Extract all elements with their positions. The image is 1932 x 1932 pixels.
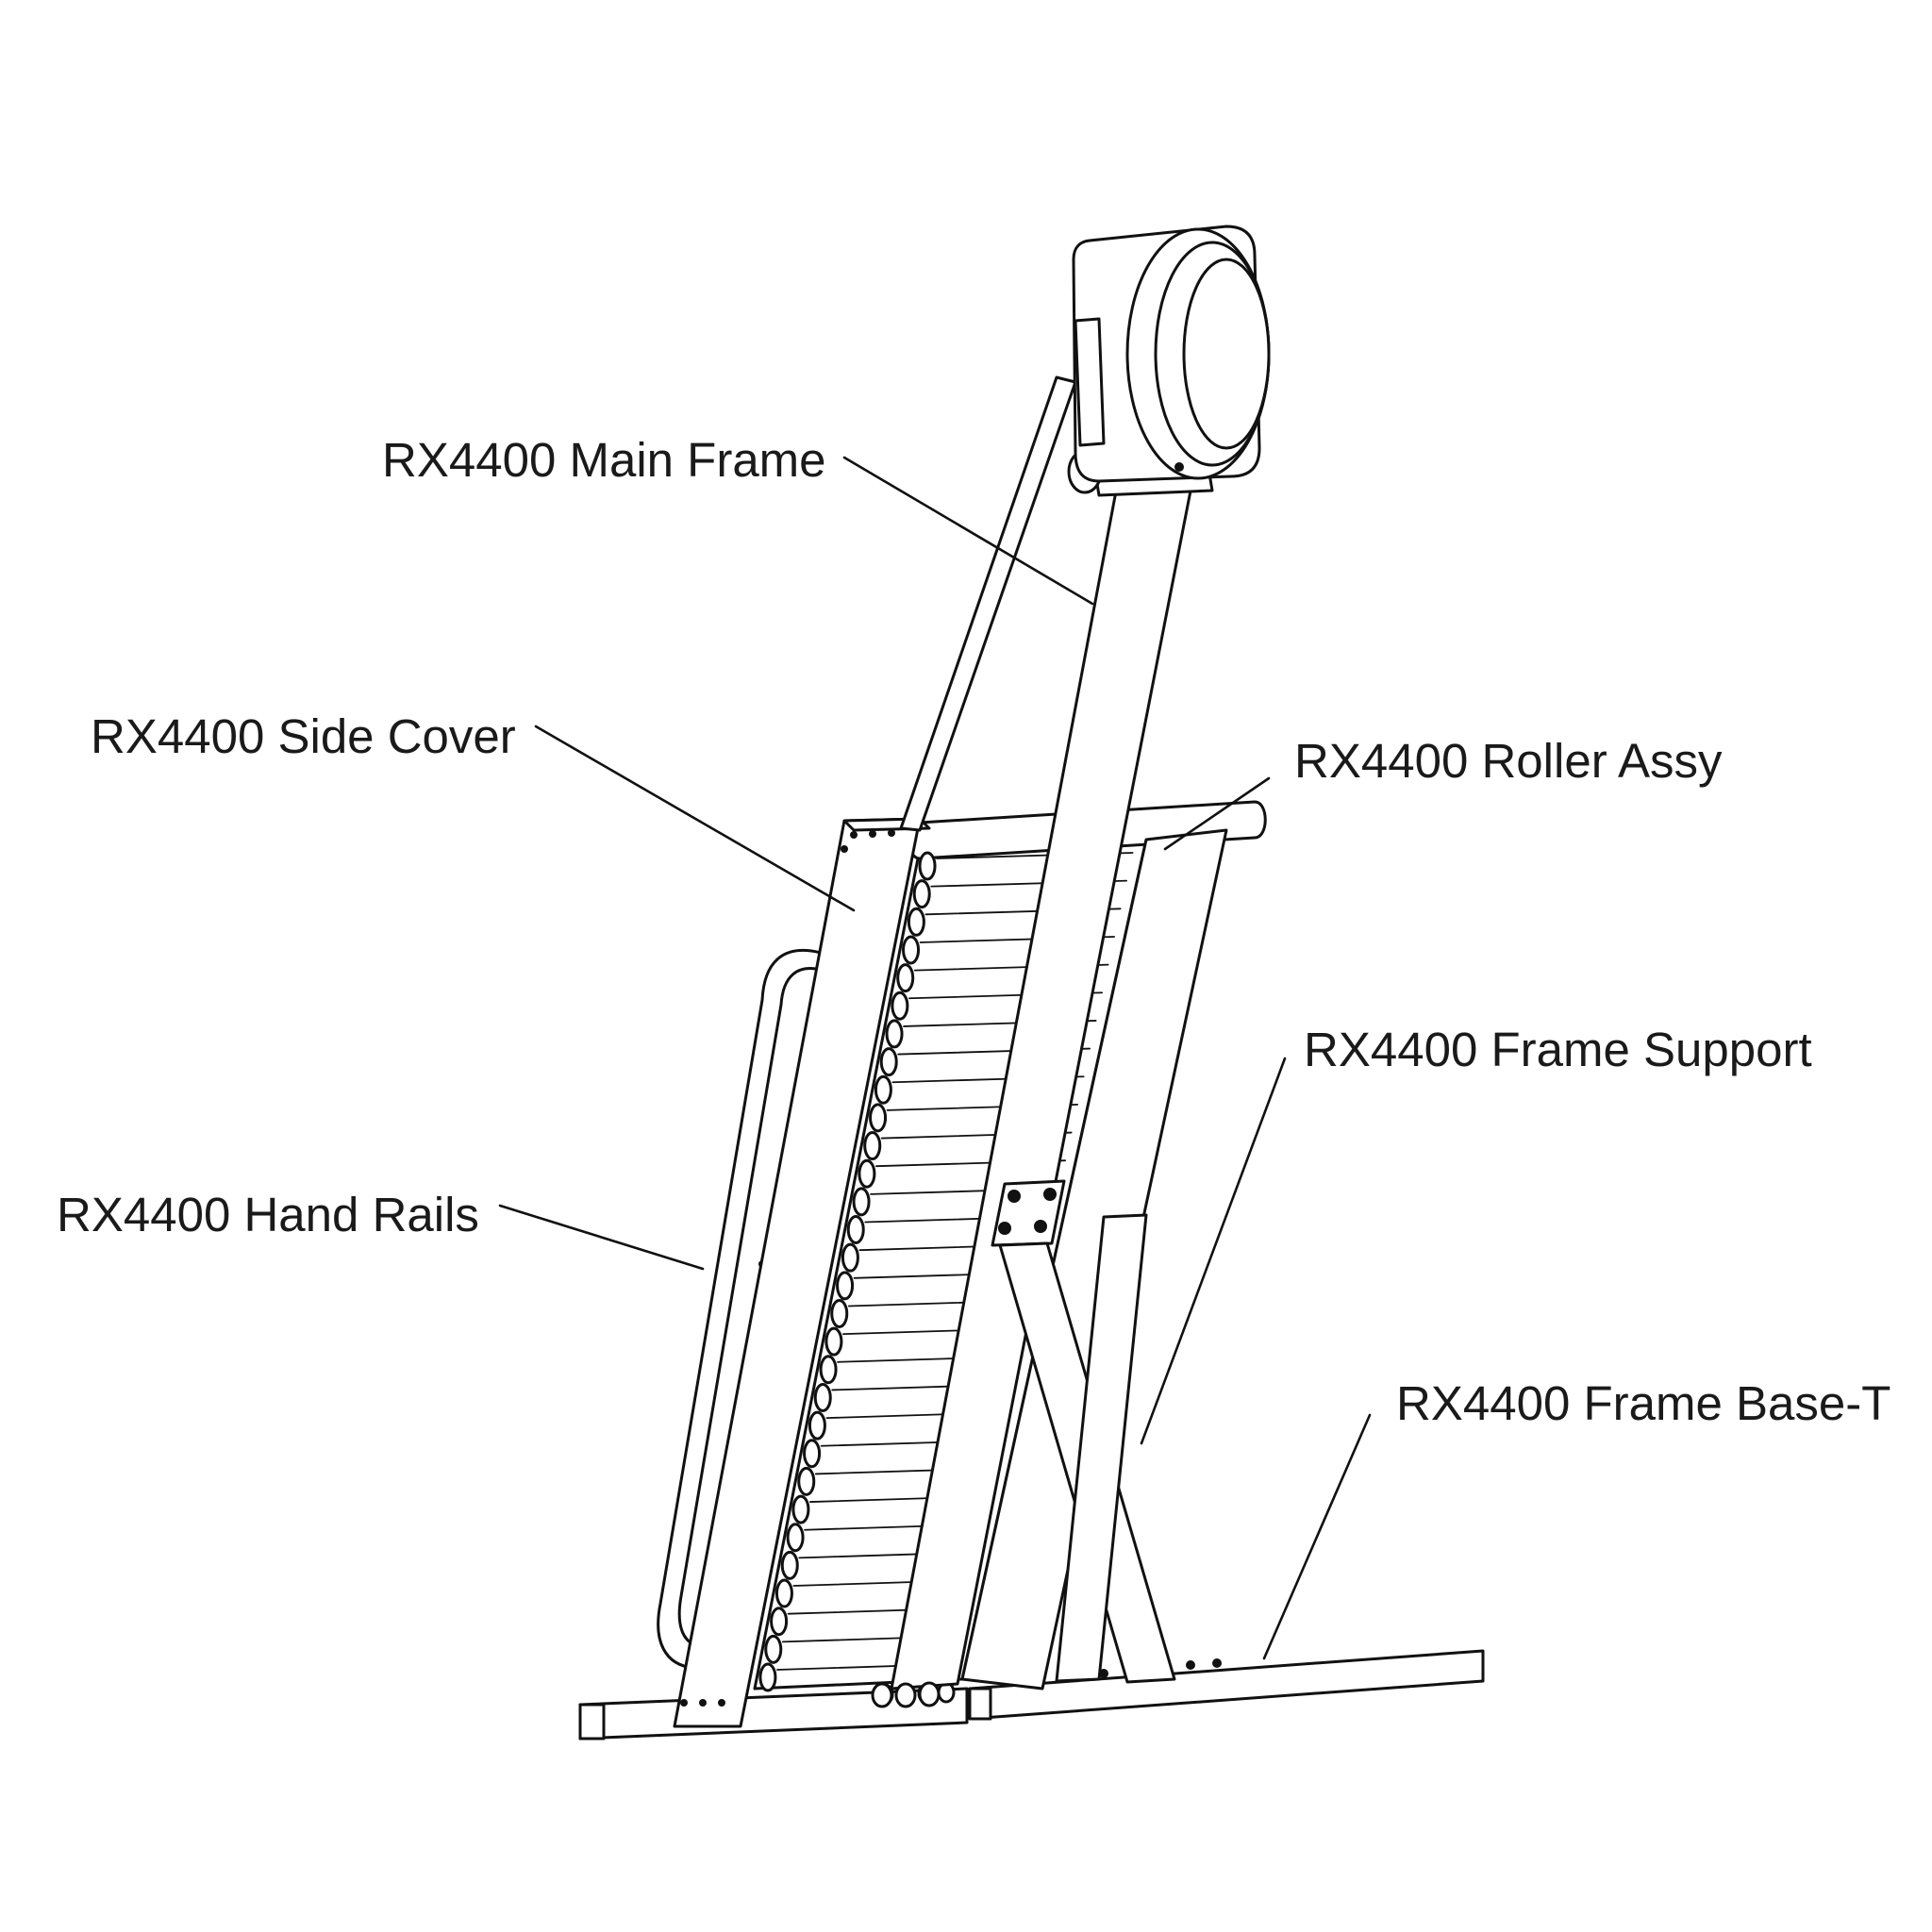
slat-end-cap: [808, 1410, 826, 1441]
leader-roller-assy: [1163, 776, 1271, 851]
slat-end-cap: [803, 1439, 822, 1469]
side-cover: [673, 817, 931, 1728]
slat-end-cap: [918, 851, 937, 881]
slat-end-cap: [797, 1466, 816, 1496]
slat-end-cap: [863, 1131, 882, 1161]
slat-end-cap: [846, 1215, 865, 1245]
slat-end-cap: [764, 1634, 783, 1664]
slat-end-cap: [858, 1158, 876, 1189]
leader-hand-rails: [498, 1204, 705, 1271]
slat-end-cap: [869, 1103, 888, 1133]
callout-labels: RX4400 Main Frame RX4400 Side Cover RX44…: [57, 433, 1890, 1430]
slat-end-cap: [836, 1271, 855, 1301]
label-main-frame: RX4400 Main Frame: [382, 433, 826, 487]
label-roller-assy: RX4400 Roller Assy: [1294, 734, 1723, 788]
slat-end-cap: [874, 1074, 892, 1105]
slat-end-cap: [780, 1550, 799, 1580]
slat-end-cap: [902, 935, 921, 965]
slat-end-cap: [907, 907, 925, 937]
slat-end-cap: [841, 1242, 859, 1273]
label-hand-rails: RX4400 Hand Rails: [57, 1188, 479, 1241]
slat-end-cap: [824, 1326, 843, 1357]
slat-end-cap: [879, 1047, 898, 1077]
frame-support: [998, 1213, 1176, 1684]
label-frame-base: RX4400 Frame Base-T: [1396, 1376, 1890, 1430]
label-side-cover: RX4400 Side Cover: [91, 709, 516, 763]
leader-frame-support: [1140, 1057, 1287, 1445]
slat-end-cap: [770, 1607, 789, 1637]
leader-lines: [498, 456, 1372, 1660]
slat-end-cap: [896, 963, 915, 993]
main-frame: [871, 225, 1271, 1708]
slat-end-cap: [830, 1298, 849, 1328]
leader-side-cover: [534, 724, 856, 912]
label-frame-support: RX4400 Frame Support: [1304, 1023, 1812, 1076]
slat-end-cap: [791, 1494, 810, 1524]
slat-end-cap: [891, 991, 909, 1021]
slat-end-cap: [912, 879, 931, 909]
leader-main-frame: [842, 456, 1094, 606]
slat-end-cap: [774, 1578, 793, 1608]
slat-end-cap: [813, 1382, 832, 1412]
slat-end-cap: [885, 1019, 904, 1049]
leader-frame-base: [1262, 1413, 1372, 1660]
slat-end-cap: [786, 1523, 805, 1553]
slat-end-cap: [819, 1355, 838, 1385]
slat-end-cap: [852, 1187, 871, 1217]
slat-end-cap: [758, 1662, 777, 1692]
